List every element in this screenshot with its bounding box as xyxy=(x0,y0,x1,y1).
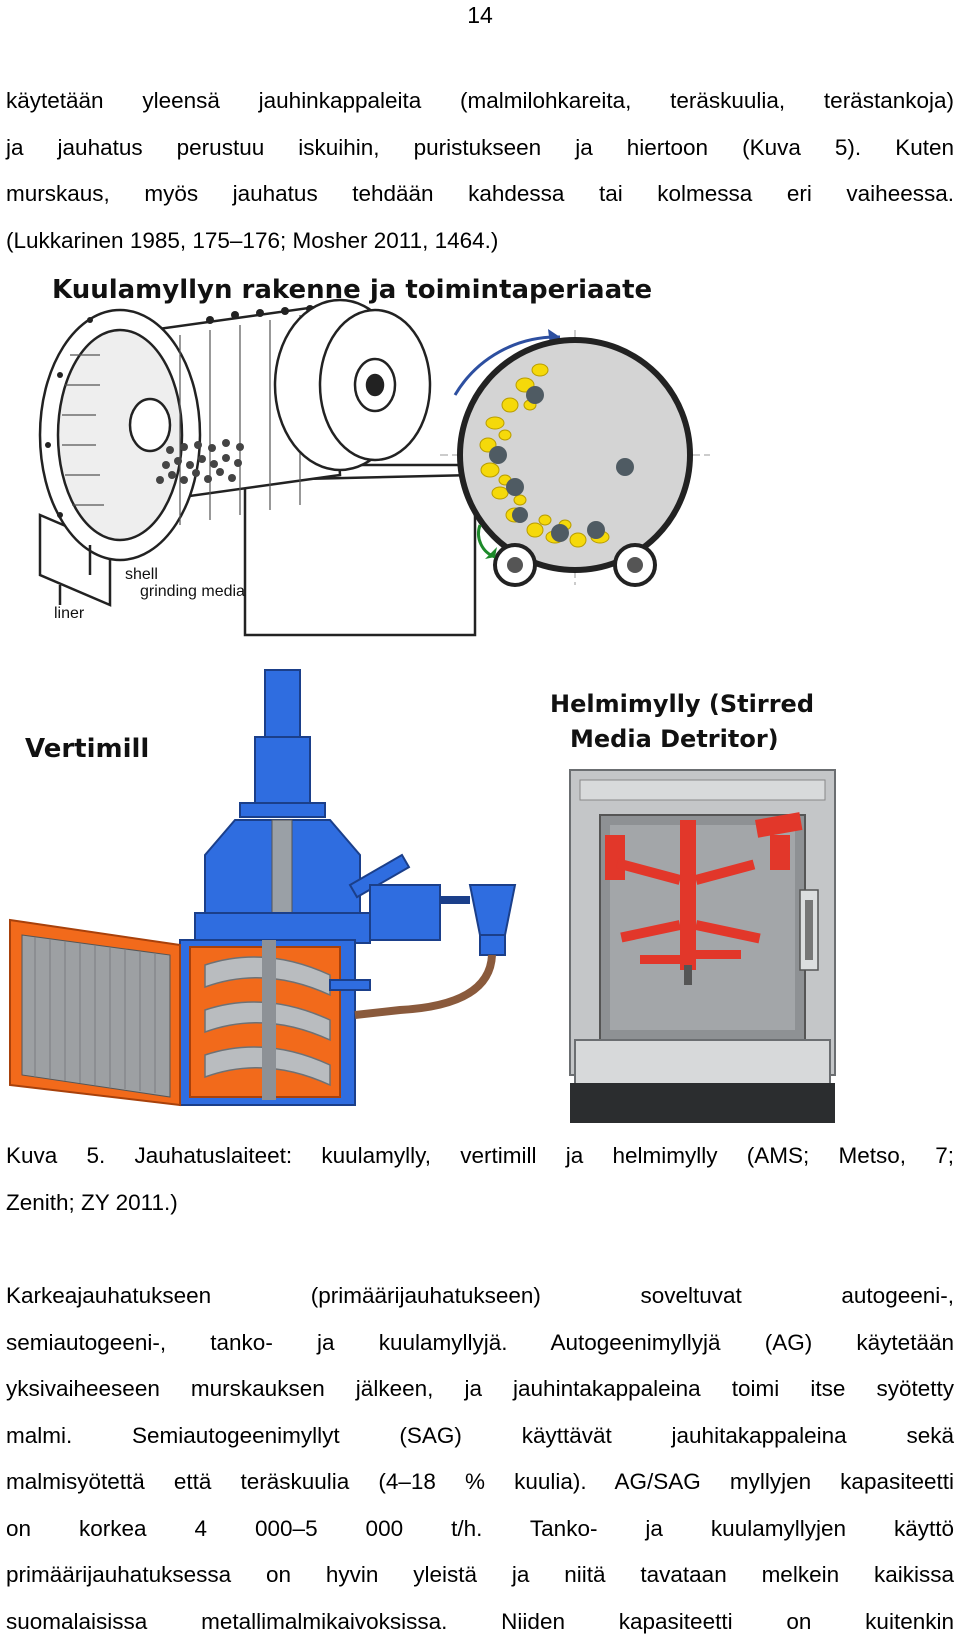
text-line: semiautogeeni-, tanko- ja kuulamyllyjä. … xyxy=(6,1320,954,1367)
caption-line: Zenith; ZY 2011.) xyxy=(6,1180,954,1227)
figure-caption: Kuva 5. Jauhatuslaiteet: kuulamylly, ver… xyxy=(6,1133,954,1226)
page-number: 14 xyxy=(0,2,960,29)
text-line: yksivaiheeseen murskauksen jälkeen, ja j… xyxy=(6,1366,954,1413)
text-line: (Lukkarinen 1985, 175–176; Mosher 2011, … xyxy=(6,218,954,265)
text-line: käytetään yleensä jauhinkappaleita (malm… xyxy=(6,78,954,125)
text-line: suomalaisissa metallimalmikaivoksissa. N… xyxy=(6,1599,954,1645)
label-shell: shell xyxy=(125,566,158,583)
paragraph-body: Karkeajauhatukseen (primäärijauhatukseen… xyxy=(6,1273,954,1645)
text-line: Karkeajauhatukseen (primäärijauhatukseen… xyxy=(6,1273,954,1320)
text-line: murskaus, myös jauhatus tehdään kahdessa… xyxy=(6,171,954,218)
text-line: on korkea 4 000–5 000 t/h. Tanko- ja kuu… xyxy=(6,1506,954,1553)
text-line: malmisyötettä että teräskuulia (4–18 % k… xyxy=(6,1459,954,1506)
vertimill-title: Vertimill xyxy=(25,734,149,764)
helmimylly-title-line2: Media Detritor) xyxy=(570,725,779,753)
caption-line: Kuva 5. Jauhatuslaiteet: kuulamylly, ver… xyxy=(6,1133,954,1180)
helmimylly-title-line1: Helmimylly (Stirred xyxy=(550,690,814,718)
paragraph-intro: käytetään yleensä jauhinkappaleita (malm… xyxy=(6,78,954,264)
ball-mill-drawing xyxy=(40,300,490,635)
text-line: ja jauhatus perustuu iskuihin, puristuks… xyxy=(6,125,954,172)
label-liner: liner xyxy=(54,605,85,622)
detritor-drawing xyxy=(570,770,835,1123)
text-line: malmi. Semiautogeenimyllyt (SAG) käyttäv… xyxy=(6,1413,954,1460)
figure-grinding-equipment: Kuulamyllyn rakenne ja toimintaperiaate xyxy=(0,275,960,1125)
text-line: primäärijauhatuksessa on hyvin yleistä j… xyxy=(6,1552,954,1599)
label-grinding-media: grinding media xyxy=(140,583,245,600)
figure-illustration: Kuulamyllyn rakenne ja toimintaperiaate xyxy=(0,275,960,1125)
ball-mill-cross-section xyxy=(440,329,710,585)
